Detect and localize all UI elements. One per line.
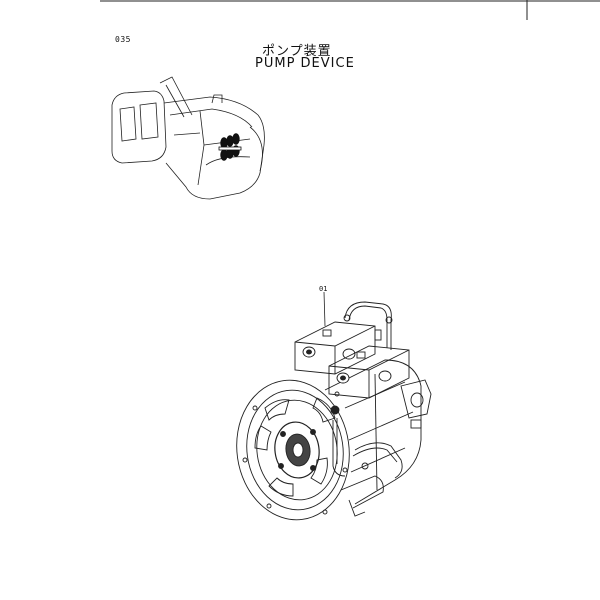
page-number: 035 xyxy=(115,35,131,44)
pump-location-marker xyxy=(218,133,242,161)
pump-device-illustration xyxy=(236,301,432,521)
callout-label-01: 01 xyxy=(319,285,328,293)
excavator-locator-illustration xyxy=(111,76,265,200)
page-title: PUMP DEVICE xyxy=(255,56,355,71)
page-title-japanese: ポンプ装置 xyxy=(262,44,332,59)
callout-leader-line xyxy=(323,291,326,327)
